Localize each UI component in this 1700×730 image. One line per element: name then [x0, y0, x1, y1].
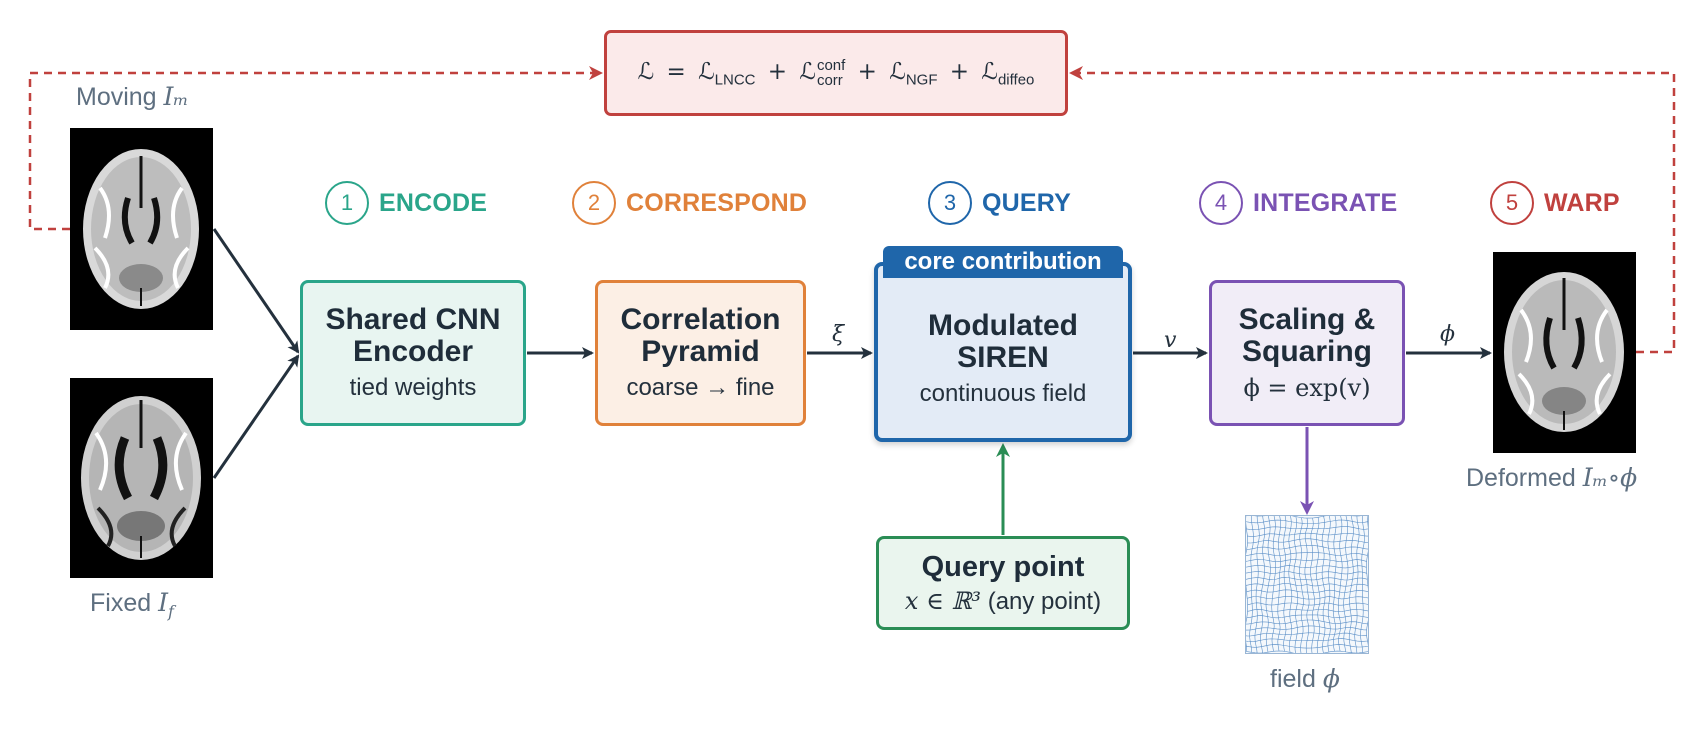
- loss-term-ngf: NGF: [905, 71, 938, 89]
- step-warp-label: WARP: [1544, 188, 1620, 217]
- integrate-title-line-1: Scaling &: [1238, 302, 1376, 336]
- query-point-math: x ∈ ℝ³: [904, 586, 982, 615]
- edge-label-v: v: [1164, 328, 1177, 353]
- core-contribution-badge: core contribution: [883, 246, 1123, 278]
- fixed-brain-image: [70, 378, 213, 578]
- moving-image-label: Moving Iₘ: [76, 82, 189, 111]
- siren-title-line-1: Modulated: [928, 309, 1078, 342]
- query-point-note: (any point): [987, 587, 1102, 615]
- arrow-moving-to-encoder: [212, 228, 300, 354]
- encoder-title-line-2: Encoder: [352, 335, 474, 368]
- edge-label-phi: ϕ: [1440, 322, 1455, 347]
- correlation-title-line-1: Correlation: [620, 303, 781, 336]
- step-encode-number: 1: [325, 181, 369, 225]
- query-point-box: Query point x ∈ ℝ³ (any point): [876, 536, 1130, 630]
- siren-box: Modulated SIREN continuous field: [874, 262, 1132, 442]
- integrate-box: Scaling & Squaring ϕ = exp(v): [1209, 280, 1405, 426]
- deformed-brain-image: [1493, 252, 1636, 453]
- integrate-title-line-2: Squaring: [1241, 334, 1372, 368]
- step-correspond-label: CORRESPOND: [626, 188, 808, 217]
- loss-feedback-right: [1069, 66, 1676, 354]
- encoder-title-line-1: Shared CNN: [325, 303, 501, 336]
- loss-feedback-left: [28, 66, 603, 231]
- step-warp: 5 WARP: [1490, 181, 1620, 225]
- fixed-image-label: Fixed If: [90, 588, 174, 621]
- deformation-field-grid: [1245, 515, 1369, 654]
- encoder-subtitle: tied weights: [349, 374, 477, 401]
- encoder-box: Shared CNN Encoder tied weights: [300, 280, 526, 426]
- loss-symbol: ℒ: [637, 58, 655, 85]
- correlation-title-line-2: Pyramid: [641, 335, 760, 368]
- field-label: field ϕ: [1270, 664, 1340, 693]
- step-warp-number: 5: [1490, 181, 1534, 225]
- step-query: 3 QUERY: [928, 181, 1071, 225]
- moving-brain-image: [70, 128, 213, 330]
- step-query-number: 3: [928, 181, 972, 225]
- step-integrate-label: INTEGRATE: [1253, 188, 1398, 217]
- correlation-box: Correlation Pyramid coarse → fine: [595, 280, 806, 426]
- arrow-fixed-to-encoder: [212, 354, 300, 479]
- loss-term-diffeo: diffeo: [997, 71, 1035, 89]
- step-query-label: QUERY: [982, 188, 1071, 217]
- query-point-title: Query point: [921, 550, 1085, 583]
- siren-title-line-2: SIREN: [957, 341, 1049, 374]
- step-encode-label: ENCODE: [379, 188, 488, 217]
- step-correspond: 2 CORRESPOND: [572, 181, 807, 225]
- step-integrate: 4 INTEGRATE: [1199, 181, 1397, 225]
- step-correspond-number: 2: [572, 181, 616, 225]
- loss-term-lncc: LNCC: [714, 71, 756, 89]
- siren-subtitle: continuous field: [919, 380, 1087, 407]
- edge-label-xi: ξ: [832, 322, 845, 347]
- integrate-formula: ϕ = exp(v): [1243, 373, 1371, 402]
- deformed-image-label: Deformed Iₘ∘ϕ: [1466, 463, 1638, 492]
- step-integrate-number: 4: [1199, 181, 1243, 225]
- step-encode: 1 ENCODE: [325, 181, 487, 225]
- correlation-subtitle: coarse → fine: [626, 374, 775, 401]
